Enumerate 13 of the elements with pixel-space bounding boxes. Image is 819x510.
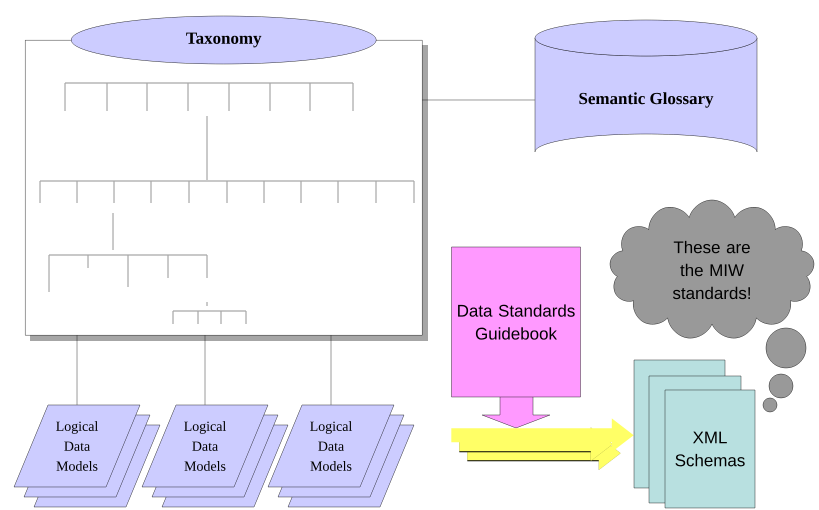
document-stack: XML Schemas [634,360,756,508]
node-label: Logical Data Models [184,421,226,471]
connector-line [76,335,78,405]
connector-line [330,335,332,405]
connector-line [204,335,206,405]
guidebook-box: Data Standards Guidebook [451,246,581,428]
thought-cloud: These are the MIW standards! [610,200,814,412]
taxonomy-panel: Taxonomy [25,16,428,341]
document-stack: Logical Data Models [268,404,414,508]
document-stack: Logical Data Models [142,404,288,508]
node-label: Taxonomy [186,32,262,48]
document-stack: Logical Data Models [14,404,160,508]
cylinder: Semantic Glossary [534,20,758,152]
